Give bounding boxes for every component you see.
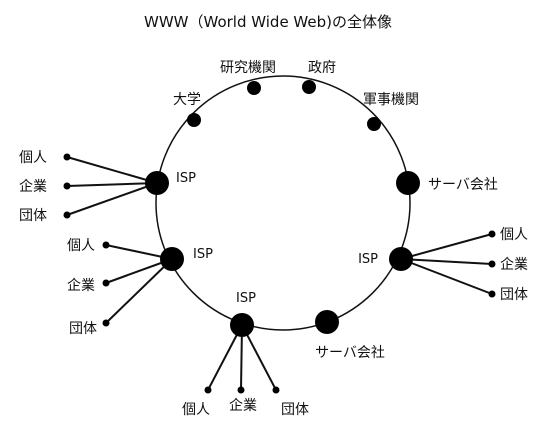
client-label-organization: 団体 [19,208,47,224]
university-node [187,113,201,127]
server-company-label-right: サーバ会社 [428,177,498,193]
government-label: 政府 [308,60,336,76]
client-dot [204,386,212,394]
isp-group-left-lower: ISP 個人 企業 団体 [67,238,213,337]
client-label-company: 企業 [500,256,528,273]
isp-group-bottom: ISP 個人 企業 団体 [182,291,309,418]
isp-label: ISP [176,171,196,186]
connection-line [66,156,158,184]
isp-node [389,247,413,271]
university-label: 大学 [173,92,201,108]
client-label-individual: 個人 [67,238,95,254]
diagram-title: WWW（World Wide Web)の全体像 [144,13,392,31]
client-dot [488,230,496,238]
client-label-individual: 個人 [182,402,210,418]
client-label-organization: 団体 [281,402,309,418]
military-node [367,117,381,131]
isp-node [230,313,254,337]
isp-label: ISP [358,252,378,267]
isp-group-right: ISP 個人 企業 団体 [358,227,528,303]
network-ring [155,75,411,331]
connection-line [207,324,243,391]
server-company-label-bottom: サーバ会社 [315,345,385,361]
connection-line [400,233,493,260]
client-dot [63,211,71,219]
connection-line [105,258,173,324]
connection-line [400,258,493,295]
research-label: 研究機関 [220,60,276,76]
client-dot [102,279,110,287]
client-label-company: 企業 [67,277,95,294]
isp-label: ISP [193,247,213,262]
isp-node [160,247,184,271]
client-dot [272,386,280,394]
client-dot [102,241,110,249]
server-company-node-bottom [315,310,339,334]
client-label-individual: 個人 [19,150,47,166]
client-dot [488,260,496,268]
connection-line [241,324,277,391]
research-node [247,81,261,95]
isp-group-left-upper: ISP 個人 企業 団体 [19,150,196,224]
client-label-company: 企業 [229,397,257,414]
connection-line [66,182,158,187]
client-dot [488,290,496,298]
client-dot [63,153,71,161]
server-company-node-right [396,171,420,195]
client-label-organization: 団体 [69,321,97,337]
client-dot [237,386,245,394]
client-label-individual: 個人 [500,227,528,243]
isp-node [145,171,169,195]
client-dot [63,182,71,190]
connection-line [400,258,493,265]
client-label-organization: 団体 [500,287,528,303]
isp-label: ISP [236,291,256,306]
client-dot [102,319,110,327]
client-label-company: 企業 [19,178,47,195]
government-node [302,80,316,94]
military-label: 軍事機関 [363,92,419,108]
connection-line [66,182,158,216]
